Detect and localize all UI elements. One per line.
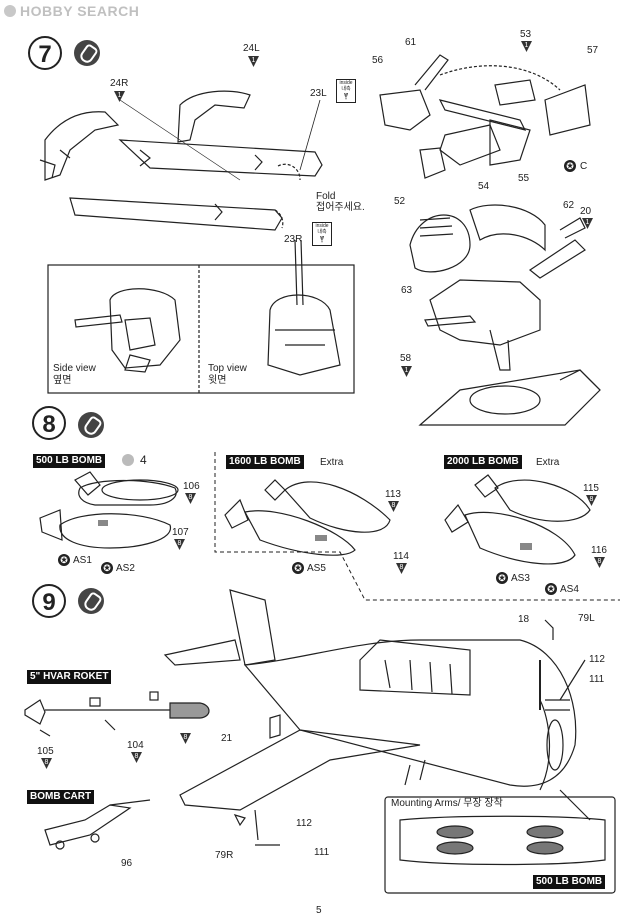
fold-label: Fold <box>316 191 336 202</box>
part-tri-116: 8 <box>594 557 605 568</box>
color-label-as4: AS4 <box>560 584 579 595</box>
color-star-icon: ✪ <box>58 554 70 566</box>
part-label-61: 61 <box>405 37 417 48</box>
step-8-number: 8 <box>32 406 66 440</box>
part-label-106: 106 <box>183 481 200 492</box>
part-label-105: 105 <box>37 746 54 757</box>
step-9-number: 9 <box>32 584 66 618</box>
part-tri-115: 8 <box>586 495 597 506</box>
part-label-112-top: 112 <box>589 654 605 665</box>
rocket-title: 5" HVAR ROKET <box>27 670 112 684</box>
step-7-number: 7 <box>28 36 62 70</box>
part-label-23l: 23L <box>310 88 327 99</box>
paint-brush-icon <box>78 412 104 438</box>
part-label-113: 113 <box>385 489 401 500</box>
page-number: 5 <box>316 905 322 916</box>
part-label-62: 62 <box>563 200 575 211</box>
inside-label-kr: 내측 <box>341 86 351 92</box>
part-tri-105: 8 <box>41 758 52 769</box>
fold-label-kr: 접어주세요. <box>316 202 365 213</box>
part-tri-107: 8 <box>174 539 185 550</box>
inside-label: inside <box>339 80 353 86</box>
top-view-label: Top view <box>208 363 247 374</box>
part-tri-rocket: 8 <box>180 733 191 744</box>
inside-badge-23r: inside 내측 1 <box>312 222 332 246</box>
paint-brush-icon <box>78 588 104 614</box>
part-tri-104: 8 <box>131 752 142 763</box>
bomb-500lb-title: 500 LB BOMB <box>33 454 106 468</box>
part-label-24r: 24R <box>110 78 129 89</box>
part-label-96: 96 <box>121 858 133 869</box>
bomb-1600lb-extra: Extra <box>320 457 344 468</box>
mounting-500lb-label: 500 LB BOMB <box>533 875 606 889</box>
part-label-20: 20 <box>580 206 592 217</box>
part-label-79r: 79R <box>215 850 234 861</box>
color-star-icon: ✪ <box>564 160 576 172</box>
part-label-79l: 79L <box>578 613 595 624</box>
color-star-icon: ✪ <box>101 562 113 574</box>
top-view-label-kr: 윗면 <box>208 375 227 386</box>
part-tri-58: 1 <box>401 366 412 377</box>
part-label-54: 54 <box>478 181 490 192</box>
color-label-as1: AS1 <box>73 555 92 566</box>
part-tri-114: 8 <box>396 563 407 574</box>
color-star-icon: ✪ <box>545 583 557 595</box>
part-label-116: 116 <box>591 545 607 556</box>
part-label-63: 63 <box>401 285 413 296</box>
part-tri-20: 1 <box>582 218 593 229</box>
part-label-23r: 23R <box>284 234 303 245</box>
color-label-as5: AS5 <box>307 563 326 574</box>
hobby-search-logo: HOBBY SEARCH <box>4 3 164 21</box>
bomb-500lb-qty: 4 <box>140 453 147 467</box>
part-label-55: 55 <box>518 173 530 184</box>
bomb-1600lb-title: 1600 LB BOMB <box>226 455 304 469</box>
inside-tri-23l: 1 <box>344 93 348 100</box>
part-label-57: 57 <box>587 45 599 56</box>
part-label-24l: 24L <box>243 43 260 54</box>
bomb-cart-title: BOMB CART <box>27 790 95 804</box>
part-label-53: 53 <box>520 29 532 40</box>
color-star-icon: ✪ <box>496 572 508 584</box>
part-label-111-top: 111 <box>589 674 605 685</box>
part-tri-53: 1 <box>521 41 532 52</box>
part-label-52: 52 <box>394 196 406 207</box>
part-label-21: 21 <box>221 733 233 744</box>
quantity-icon <box>122 454 134 466</box>
side-view-label-kr: 옆면 <box>53 375 72 386</box>
part-label-111-bottom: 111 <box>314 847 330 858</box>
part-label-58: 58 <box>400 353 412 364</box>
part-tri-106: 8 <box>185 493 196 504</box>
part-label-115: 115 <box>583 483 599 494</box>
inside-tri-23r: 1 <box>320 236 324 243</box>
color-label-c: C <box>580 161 588 172</box>
part-label-114: 114 <box>393 551 409 562</box>
part-tri-24l: 1 <box>248 56 259 67</box>
mounting-arms-title: Mounting Arms/ 무장 장착 <box>391 798 503 809</box>
inside-label-kr: 내측 <box>317 229 327 235</box>
part-label-104: 104 <box>127 740 144 751</box>
bomb-2000lb-title: 2000 LB BOMB <box>444 455 522 469</box>
logo-text: HOBBY SEARCH <box>20 3 140 19</box>
part-label-107: 107 <box>172 527 189 538</box>
inside-label: inside <box>315 223 329 229</box>
part-tri-113: 8 <box>388 501 399 512</box>
logo-icon <box>4 5 16 17</box>
side-view-label: Side view <box>53 363 96 374</box>
paint-brush-icon <box>74 40 100 66</box>
inside-badge-23l: inside 내측 1 <box>336 79 356 103</box>
bomb-2000lb-extra: Extra <box>536 457 560 468</box>
color-label-as3: AS3 <box>511 573 530 584</box>
part-label-18: 18 <box>518 614 530 625</box>
color-star-icon: ✪ <box>292 562 304 574</box>
part-label-56: 56 <box>372 55 384 66</box>
part-tri-24r: 1 <box>114 91 125 102</box>
part-label-112-bottom: 112 <box>296 818 312 829</box>
color-label-as2: AS2 <box>116 563 135 574</box>
